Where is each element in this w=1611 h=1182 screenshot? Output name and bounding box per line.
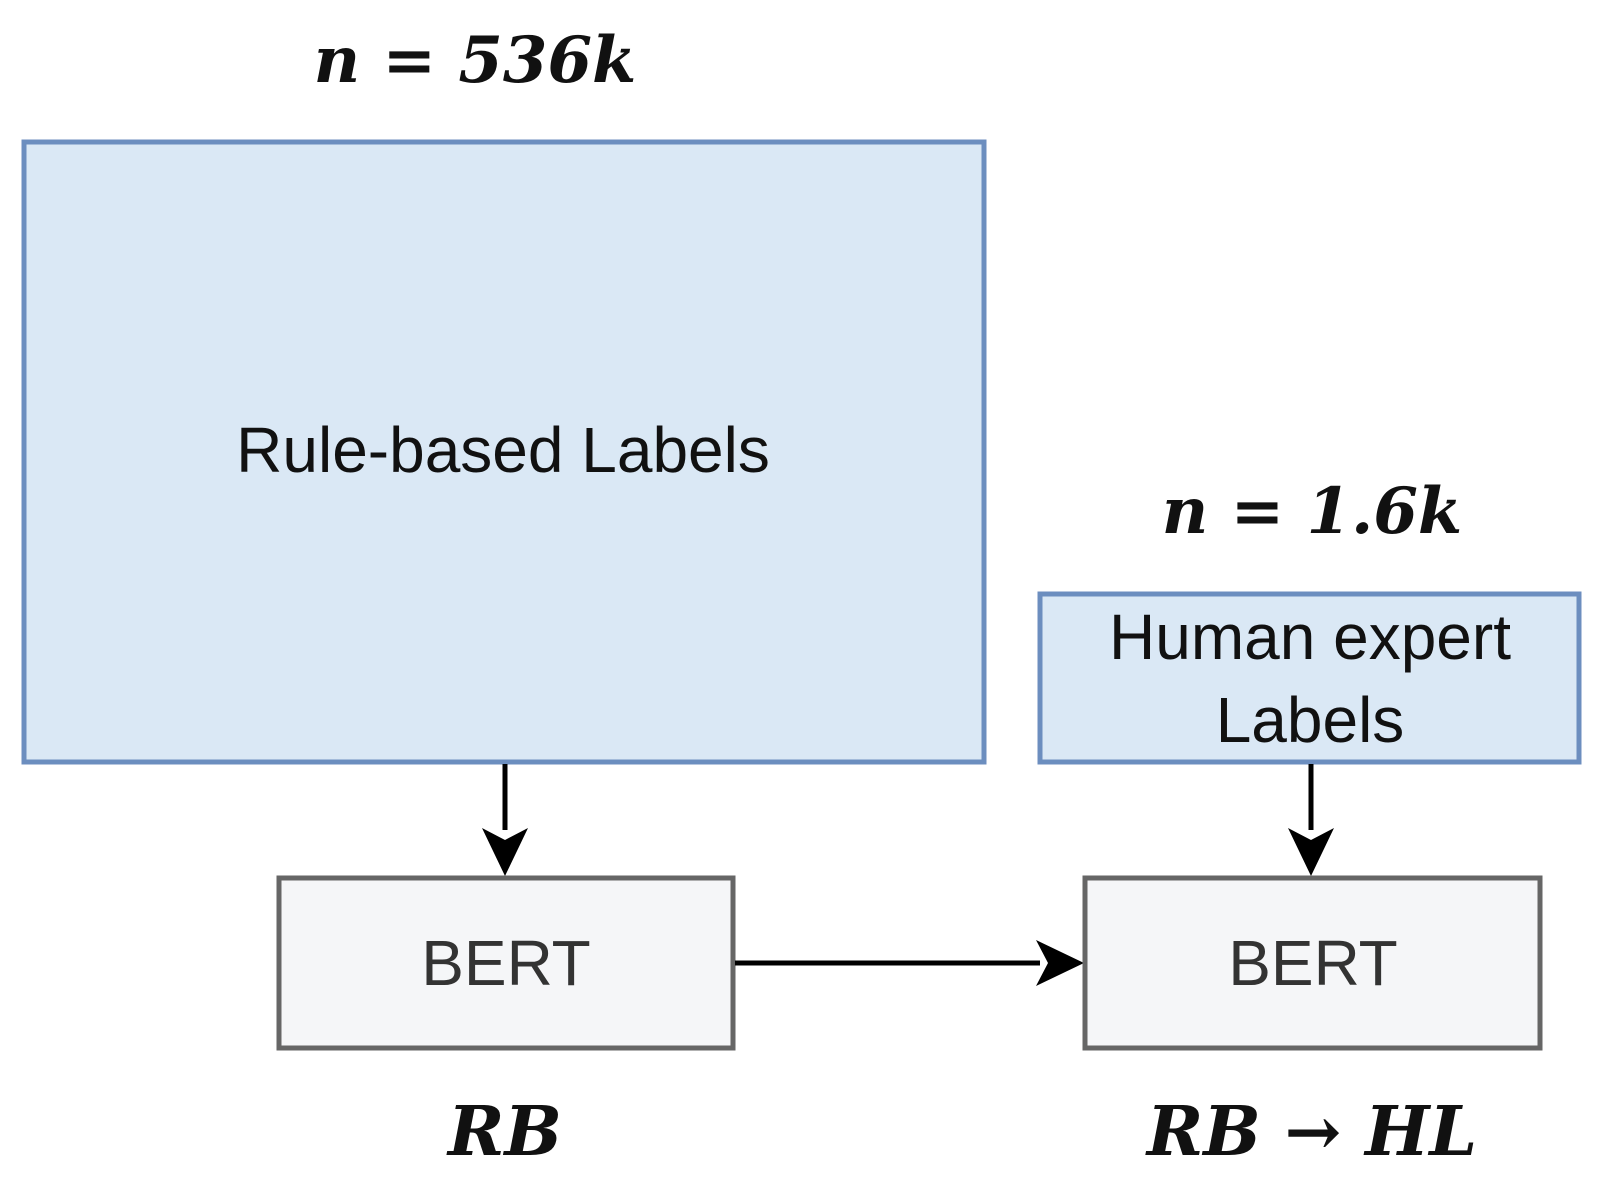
human-expert-labels-box: [1037, 591, 1582, 765]
caption-rb: RB: [446, 1092, 562, 1172]
human-expert-count-label: n = 1.6k: [1162, 474, 1462, 549]
rule-based-labels-box: [21, 139, 987, 765]
bert-model-box-left: [276, 875, 736, 1051]
human-expert-labels-line2: Labels: [1216, 684, 1405, 756]
bert-model-box-right: [1082, 875, 1543, 1051]
arrow-rule-based-to-bert: [482, 764, 528, 876]
rule-based-count-label: n = 536k: [314, 23, 637, 98]
rule-based-labels-text: Rule-based Labels: [236, 414, 770, 486]
bert-model-label-left: BERT: [421, 927, 591, 999]
arrow-bert-to-bert: [735, 940, 1084, 986]
bert-model-label-right: BERT: [1228, 927, 1398, 999]
arrow-human-expert-to-bert: [1288, 764, 1334, 876]
caption-rb-to-hl: RB → HL: [1145, 1092, 1477, 1172]
human-expert-labels-line1: Human expert: [1109, 601, 1511, 673]
